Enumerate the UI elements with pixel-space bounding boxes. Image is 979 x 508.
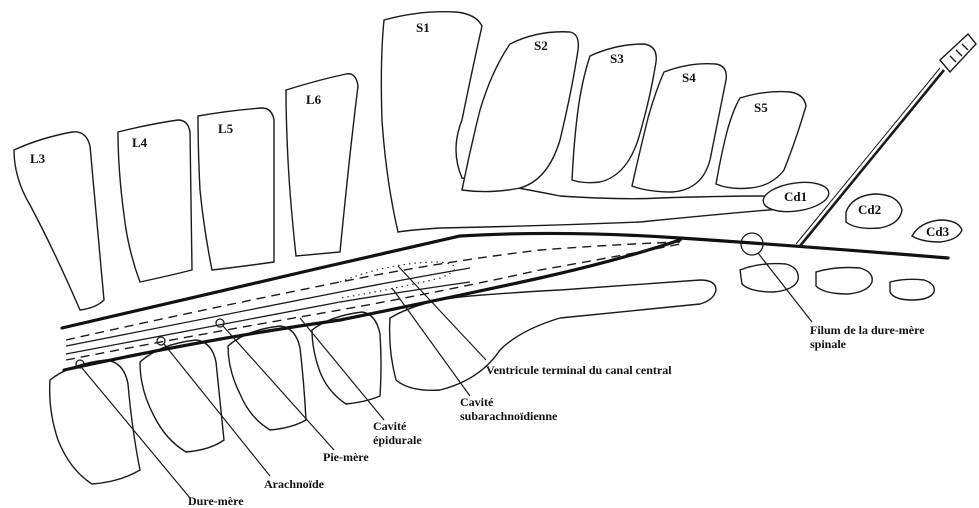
- label-cd2: Cd2: [858, 202, 881, 217]
- label-epidural-line2: épidurale: [373, 433, 422, 447]
- label-l6: L6: [306, 92, 322, 107]
- vertebra-l4: [118, 120, 192, 282]
- label-filum-line2: spinale: [810, 337, 847, 351]
- upper-vertebrae: [14, 12, 962, 310]
- arachnoid-circle: [157, 337, 165, 345]
- label-s2: S2: [534, 38, 548, 53]
- vertebra-l6: [286, 74, 358, 256]
- lower-body-2: [140, 340, 224, 452]
- label-subarach-line2: subarachnoïdienne: [460, 409, 558, 423]
- label-arachnoide: Arachnoïde: [264, 477, 325, 491]
- lower-body-cd2: [816, 268, 872, 295]
- lower-body-4: [312, 312, 381, 404]
- label-s3: S3: [610, 51, 624, 66]
- vertebra-l3: [14, 132, 104, 310]
- label-s4: S4: [682, 70, 696, 85]
- label-filum-line1: Filum de la dure-mère: [810, 323, 925, 337]
- label-epidural-line1: Cavité: [373, 419, 407, 433]
- label-s5: S5: [754, 100, 768, 115]
- label-l3: L3: [30, 151, 46, 166]
- label-dure-mere: Dure-mère: [188, 494, 244, 508]
- label-pie-mere: Pie-mère: [323, 450, 369, 464]
- label-cd1: Cd1: [784, 189, 807, 204]
- label-subarach-line1: Cavité: [460, 395, 494, 409]
- syringe-hub: [940, 34, 976, 72]
- lower-body-cd3: [890, 279, 934, 300]
- label-l4: L4: [132, 135, 148, 150]
- label-s1: S1: [416, 20, 430, 35]
- pia-circle: [216, 319, 224, 327]
- label-ventricule: Ventricule terminal du canal central: [486, 363, 672, 377]
- lower-body-3: [228, 326, 306, 430]
- vertebra-s2: [462, 32, 578, 192]
- label-l5: L5: [218, 121, 234, 136]
- vertebra-l5: [198, 108, 274, 270]
- label-cd3: Cd3: [926, 224, 950, 239]
